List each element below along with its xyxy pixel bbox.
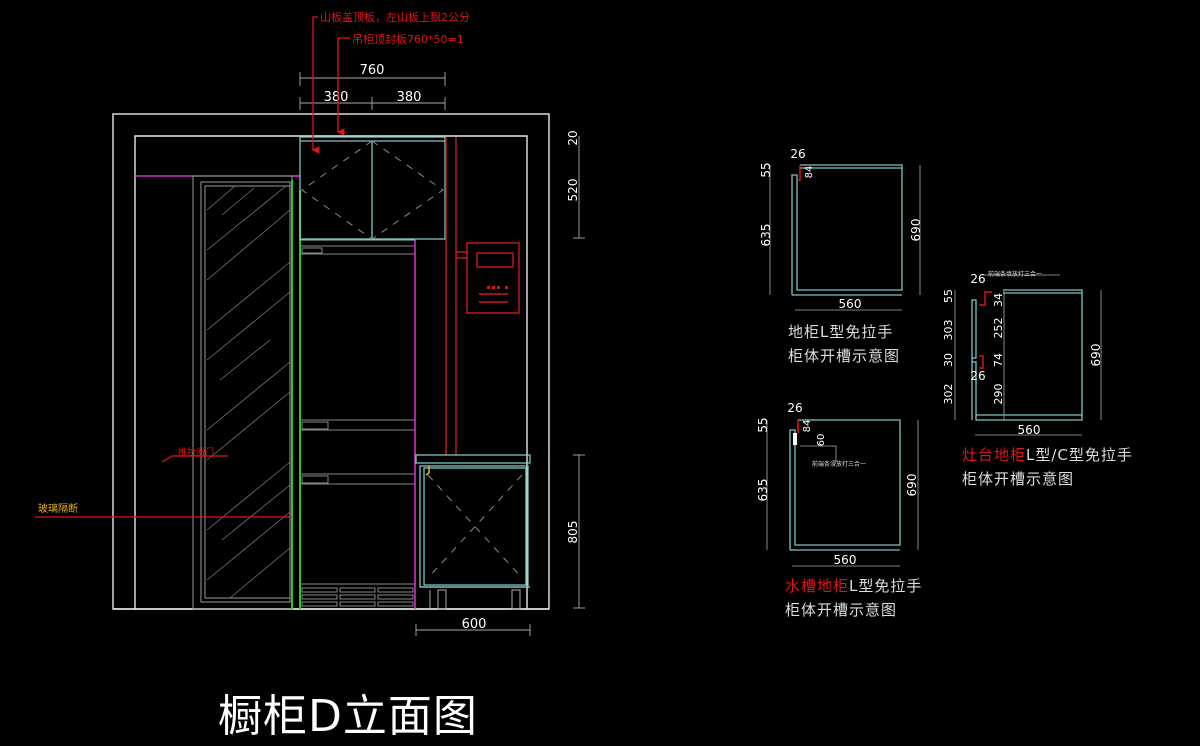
- d2-note: 前端条填放打三合一: [988, 270, 1042, 278]
- dim-top-right: 380: [397, 90, 422, 105]
- caption-base-cabinet-l: 地柜L型免拉手 柜体开槽示意图: [788, 320, 900, 368]
- caption-line1: L型/C型免拉手: [1026, 446, 1133, 464]
- d2-dim-74: 74: [992, 353, 1005, 367]
- d3-note: 前端条浸放打三合一: [812, 460, 866, 468]
- d2-dim-290: 290: [992, 384, 1005, 405]
- caption-sink-cabinet: 水槽地柜L型免拉手 柜体开槽示意图: [785, 574, 922, 622]
- dim-top-left: 380: [324, 90, 349, 105]
- countertop: [415, 454, 531, 464]
- door-swing-lines: [301, 140, 444, 240]
- vent-grille: [301, 587, 414, 607]
- detail-base-cabinet-l: 26 84 55 635 690 560: [759, 147, 923, 311]
- detail-stove-cabinet: 26 前端条填放打三合一 34 55 303 252 30 74 26 302 …: [942, 270, 1103, 437]
- leader-lines: [35, 16, 350, 518]
- elevation-frame: [112, 113, 550, 610]
- panel-buttons: [487, 286, 508, 289]
- d3-dim-84: 84: [802, 420, 813, 433]
- caption-line2: 柜体开槽示意图: [962, 470, 1075, 488]
- detail-sink-cabinet: 26 84 60 前端条浸放打三合一 55 635 690 560: [756, 401, 919, 567]
- dimension-lines: [299, 72, 585, 636]
- control-panel: [466, 242, 520, 314]
- d3-dim-26: 26: [787, 401, 802, 415]
- tall-cabinet: [300, 245, 415, 607]
- d2-dim-252: 252: [992, 318, 1005, 339]
- dim-right-lower: 805: [566, 521, 580, 544]
- d3-dim-635: 635: [756, 479, 770, 502]
- caption-line2: 柜体开槽示意图: [785, 601, 898, 619]
- caption-line1: L型免拉手: [849, 577, 923, 595]
- dim-right-top: 20: [566, 130, 580, 145]
- door-frame-mid: [200, 181, 291, 603]
- caption-line2: 柜体开槽示意图: [788, 347, 901, 365]
- d1-dim-635: 635: [759, 224, 773, 247]
- wall-cabinet: [299, 136, 446, 240]
- d3-dim-60: 60: [816, 434, 827, 447]
- pipe-lines: [445, 137, 467, 455]
- d2-dim-302: 302: [942, 384, 955, 405]
- caption-line1: 地柜L型免拉手: [788, 323, 894, 341]
- d2-dim-26b: 26: [970, 369, 985, 383]
- note-top-2: 吊柜顶封板760*50=1: [352, 32, 464, 46]
- d1-dim-26: 26: [790, 147, 805, 161]
- d2-dim-30: 30: [942, 353, 955, 367]
- glass-partition: [291, 180, 301, 609]
- d2-dim-560: 560: [1018, 423, 1041, 437]
- d2-dim-26a: 26: [970, 272, 985, 286]
- d3-dim-690: 690: [905, 474, 919, 497]
- d1-dim-84: 84: [804, 166, 815, 179]
- d3-dim-560: 560: [834, 553, 857, 567]
- dim-right-upper: 520: [566, 179, 580, 202]
- d2-dim-55: 55: [942, 289, 955, 303]
- dim-top-total: 760: [360, 63, 385, 78]
- outer-wall-outline: [112, 113, 550, 610]
- d3-dim-55: 55: [756, 417, 770, 432]
- d2-dim-690: 690: [1089, 344, 1103, 367]
- note-glass-partition: 玻璃隔断: [38, 502, 78, 515]
- drawer-cross: [427, 474, 523, 579]
- dim-bottom-width: 600: [462, 617, 487, 632]
- sliding-glass-door: [192, 175, 293, 610]
- note-sliding-door: 推拉滑门: [178, 446, 214, 458]
- d2-dim-34: 34: [992, 293, 1005, 307]
- panel-display: [476, 252, 514, 268]
- d1-dim-690: 690: [909, 219, 923, 242]
- caption-stove-cabinet: 灶台地柜L型/C型免拉手 柜体开槽示意图: [962, 443, 1133, 491]
- d1-dim-560: 560: [839, 297, 862, 311]
- door-glass: [204, 185, 291, 599]
- d2-dim-303: 303: [942, 320, 955, 341]
- d1-dim-55: 55: [759, 162, 773, 177]
- d3-handle-insert: [793, 433, 797, 445]
- note-top-1: 山板盖顶板，左山板上飘2公分: [320, 10, 470, 24]
- drawing-title: 橱柜D立面图: [218, 691, 478, 742]
- door-frame-outer: [192, 175, 293, 610]
- cabinet-legs: [429, 589, 521, 610]
- base-cabinet: [415, 454, 531, 610]
- handle-profile: [425, 466, 430, 476]
- glass-hatching: [206, 185, 291, 599]
- caption-red: 水槽地柜: [785, 577, 850, 595]
- inner-wall-outline: [134, 135, 528, 609]
- caption-red: 灶台地柜: [962, 446, 1027, 464]
